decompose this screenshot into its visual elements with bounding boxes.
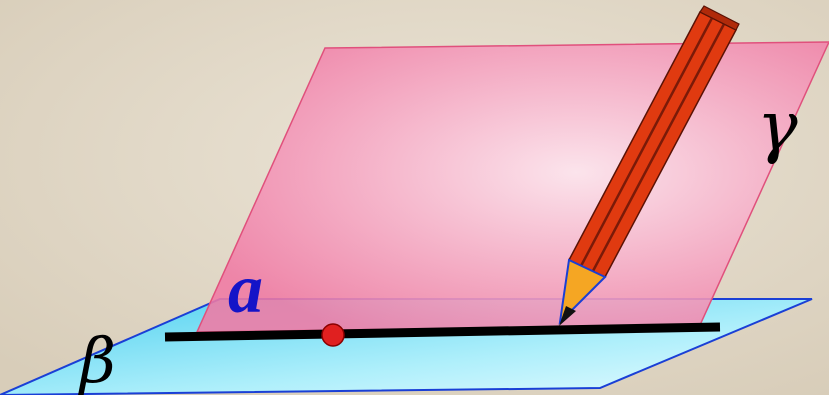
label-beta: β	[78, 324, 116, 395]
pencil-icon	[558, 5, 740, 326]
label-a: a	[228, 251, 263, 328]
line-a	[164, 322, 721, 342]
point-on-line-a	[321, 323, 345, 347]
label-gamma: γ	[757, 88, 798, 167]
